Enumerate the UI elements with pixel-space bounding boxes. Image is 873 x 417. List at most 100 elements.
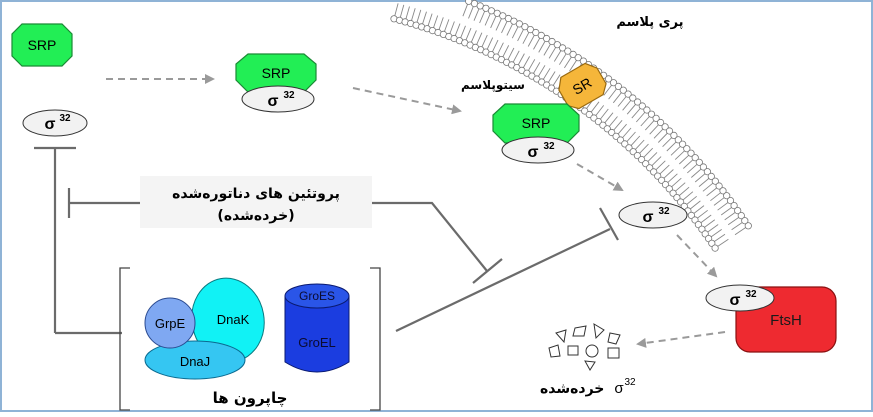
groel-label: GroEL [298,335,336,350]
lipid-head [604,75,613,83]
lipid-head [734,207,742,215]
lipid-head [532,28,540,37]
srp-free: SRP [11,23,73,67]
srp-label: SRP [522,115,551,131]
lipid-head [629,94,637,102]
sigma-symbol: σ [268,93,279,110]
chaperones-label: چاپرون ها [213,389,288,408]
periplasm-label: پری پلاسم [616,15,683,30]
ftsh-label: FtsH [770,312,802,329]
sigma-superscript: 32 [658,206,670,217]
sr-receptor: SR [558,62,607,110]
sigma-symbol: σ [528,144,539,161]
sigma-superscript: 32 [543,141,555,152]
lipid-head [521,23,529,31]
degraded-fragments [548,323,621,371]
inhibition-lines [34,146,619,335]
lipid-head [699,163,708,171]
lipid-head [707,172,715,180]
arrow-to-ftsh [676,234,718,278]
lipid-head [683,145,691,153]
lipid-head [744,222,752,230]
lipid-head [542,34,551,43]
denatured-label-line1: پروتئین های دناتوره‌شده [172,186,340,202]
lipid-head [614,82,623,91]
sigma-superscript: 32 [283,90,295,101]
lipid-head [741,217,749,225]
lipid-head [695,158,703,166]
lipid-head [723,192,731,200]
dnaj-protein: DnaJ [144,340,246,380]
denatured-label-bg [140,176,372,228]
lipid-head [548,37,556,46]
arrow-to-membrane [352,87,462,115]
cytoplasm-label: سیتوپلاسم [461,78,525,93]
lipid-head [687,211,696,219]
grpe-label: GrpE [155,316,186,331]
lipid-head [569,50,577,59]
sigma-superscript: 32 [745,289,757,300]
arrow-degradation [636,331,726,348]
lipid-head [691,154,699,162]
sigma-symbol: σ [730,292,741,309]
lipid-head [574,54,582,62]
lipid-head [558,44,567,52]
sigma32-free: σ 32 [22,109,88,137]
lipid-head [638,102,646,110]
lipid-bilayer-membrane [390,0,752,252]
denatured-label-line2: (خرده‌شده) [217,208,294,224]
ftsh-protease: FtsH σ 32 [705,284,837,353]
srp-label: SRP [28,37,57,53]
dnaj-label: DnaJ [180,354,210,369]
groel-groes-complex: GroES GroEL [284,283,350,373]
sigma32-released: σ 32 [618,201,688,229]
lipid-head [737,212,745,220]
lipid-head [643,106,651,114]
chaperones-bracket [119,267,381,411]
lipid-head [633,98,642,106]
lipid-head [678,140,687,148]
lipid-head [711,244,719,252]
arrow-release [576,163,624,192]
lipid-head [652,114,660,122]
lipid-head [665,127,674,135]
lipid-head [726,197,735,205]
lipid-head [719,187,727,195]
lipid-head [708,239,716,247]
lipid-head [619,86,627,94]
lipid-head [609,79,618,87]
lipid-head [656,118,665,127]
lipid-head [647,110,656,118]
groes-label: GroES [299,289,335,303]
srp-label: SRP [262,65,291,81]
lipid-head [670,131,678,139]
lipid-head [661,123,669,131]
lipid-head [674,136,682,144]
sigma-symbol: σ [643,209,654,226]
lipid-head [526,25,535,34]
lipid-head [715,182,723,190]
lipid-head [624,90,632,98]
lipid-head [537,31,545,40]
sigma-symbol: σ [45,116,56,133]
dnak-label: DnaK [217,312,250,327]
lipid-head [687,149,695,157]
grpe-protein: GrpE [144,297,196,349]
dnak-protein: DnaK [191,277,265,363]
fragments-sigma: σ [614,380,624,397]
lipid-head [515,20,524,28]
srp-sigma32-complex-membrane: SRP σ 32 [492,103,580,164]
sigma-superscript: 32 [59,113,71,124]
lipid-head [553,41,561,49]
fragments-sigma-sup: 32 [624,377,636,388]
lipid-head [703,168,712,176]
lipid-head [711,177,719,185]
fragments-label: خرده‌شده [540,381,604,397]
srp-sigma32-complex: SRP σ 32 [235,53,317,113]
lipid-head [730,202,738,210]
lipid-head [499,12,507,20]
lipid-head [564,47,572,55]
